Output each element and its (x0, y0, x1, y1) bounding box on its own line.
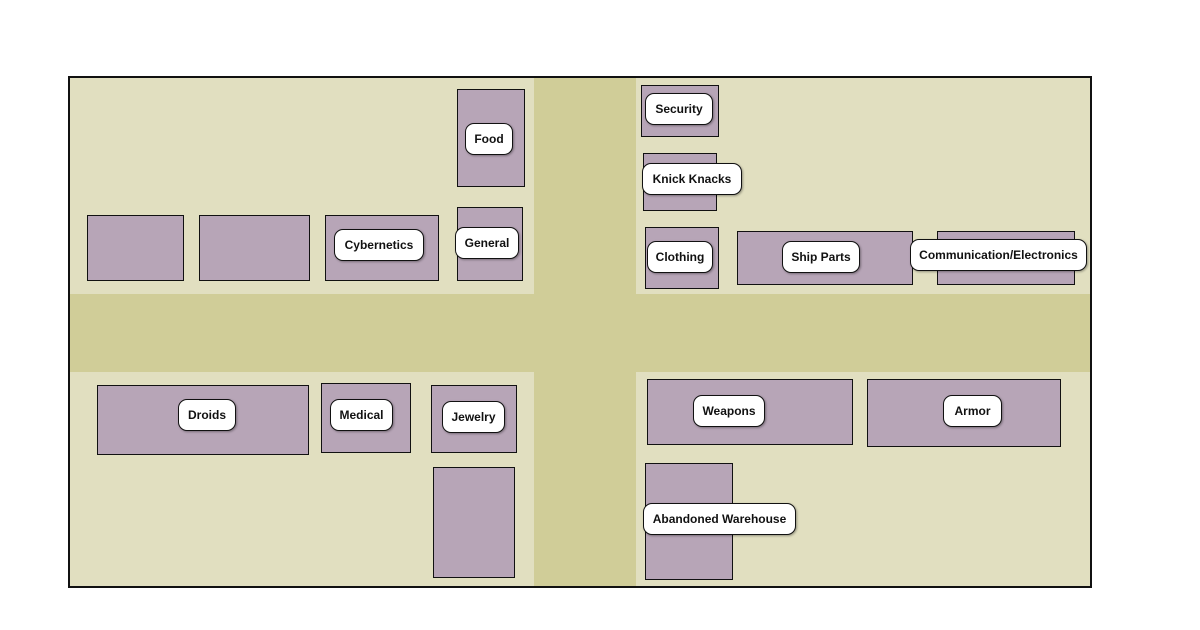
empty-lot-3[interactable] (433, 467, 515, 578)
knick-knacks-label: Knick Knacks (642, 163, 742, 195)
north-south-street (534, 78, 636, 586)
general-label: General (455, 227, 519, 259)
weapons-label: Weapons (693, 395, 765, 427)
food-label: Food (465, 123, 513, 155)
ship-parts-label: Ship Parts (782, 241, 860, 273)
medical-label: Medical (330, 399, 393, 431)
armor-label: Armor (943, 395, 1002, 427)
cybernetics-label: Cybernetics (334, 229, 424, 261)
empty-lot-1[interactable] (87, 215, 184, 281)
security-label: Security (645, 93, 713, 125)
communication-electronics-label: Communication/Electronics (910, 239, 1087, 271)
abandoned-warehouse-label: Abandoned Warehouse (643, 503, 796, 535)
jewelry-label: Jewelry (442, 401, 505, 433)
droids-label: Droids (178, 399, 236, 431)
clothing-label: Clothing (647, 241, 713, 273)
empty-lot-2[interactable] (199, 215, 310, 281)
district-map (68, 76, 1092, 588)
